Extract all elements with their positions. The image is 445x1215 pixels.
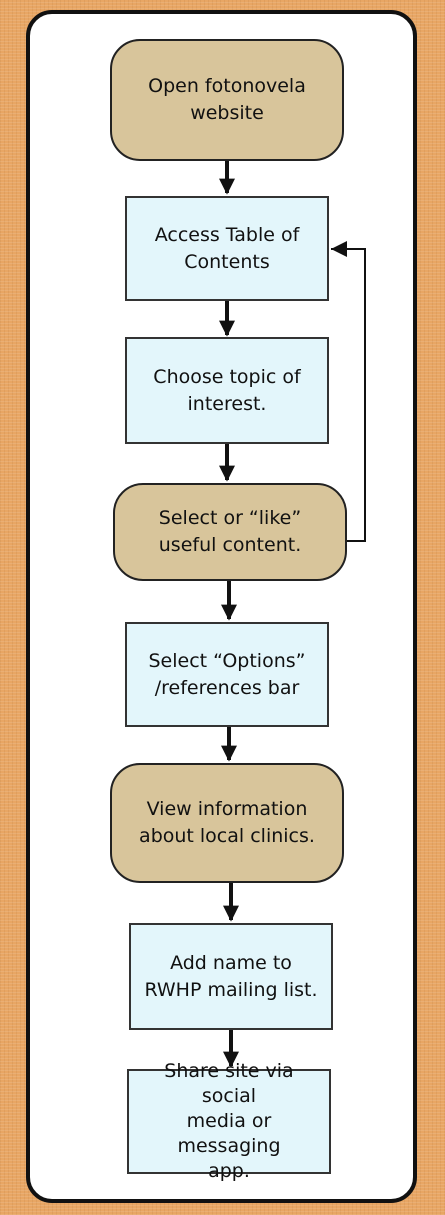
step-view-clinic-information-label: View information about local clinics. bbox=[139, 798, 315, 847]
step-select-or-like-content: Select or “like” useful content. bbox=[113, 483, 347, 581]
step-open-website: Open fotonovela website bbox=[110, 39, 344, 161]
loop-back-connector bbox=[331, 248, 366, 542]
step-add-to-mailing-list-label: Add name to RWHP mailing list. bbox=[144, 951, 318, 1001]
step-access-table-of-contents-label: Access Table of Contents bbox=[154, 223, 300, 273]
loop-back-arrowhead bbox=[331, 241, 347, 257]
step-choose-topic: Choose topic of interest. bbox=[125, 337, 329, 444]
step-share-site: Share site via social media or messaging… bbox=[127, 1060, 331, 1182]
step-add-to-mailing-list: Add name to RWHP mailing list. bbox=[129, 923, 333, 1030]
step-select-options-bar-label: Select “Options” /references bar bbox=[148, 649, 306, 699]
step-choose-topic-label: Choose topic of interest. bbox=[153, 365, 301, 415]
step-select-or-like-content-label: Select or “like” useful content. bbox=[158, 507, 302, 556]
step-view-clinic-information: View information about local clinics. bbox=[110, 763, 344, 883]
step-select-options-bar: Select “Options” /references bar bbox=[125, 622, 329, 727]
step-share-site-label: Share site via social media or messaging… bbox=[164, 1060, 294, 1182]
step-access-table-of-contents: Access Table of Contents bbox=[125, 196, 329, 301]
step-open-website-label: Open fotonovela website bbox=[148, 75, 306, 124]
